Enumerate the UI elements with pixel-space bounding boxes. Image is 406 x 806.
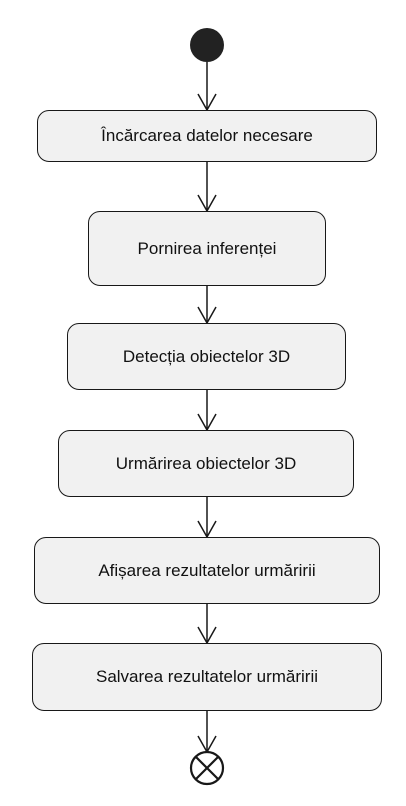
arrow-step-1-to-step-2 [197,162,217,213]
step-save-results: Salvarea rezultatelor urmăririi [32,643,382,711]
arrow-step-2-to-step-3 [197,286,217,325]
arrow-step-6-to-end [197,711,217,754]
step-display-results: Afișarea rezultatelor urmăririi [34,537,380,604]
end-node [189,750,225,786]
step-start-inference: Pornirea inferenței [88,211,326,286]
arrow-step-4-to-step-5 [197,497,217,539]
start-node [190,28,224,62]
step-3d-tracking: Urmărirea obiectelor 3D [58,430,354,497]
step-load-data: Încărcarea datelor necesare [37,110,377,162]
step-3d-detection: Detecția obiectelor 3D [67,323,346,390]
arrow-start-to-step-1 [197,62,217,112]
arrow-step-3-to-step-4 [197,390,217,432]
arrow-step-5-to-step-6 [197,604,217,645]
